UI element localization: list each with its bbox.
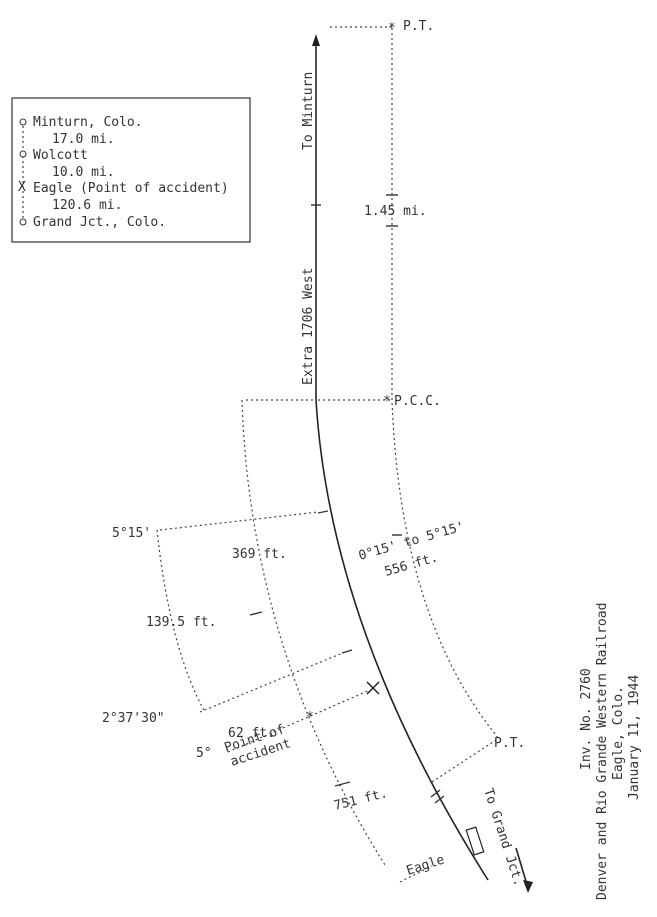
caption-date: January 11, 1944	[627, 675, 642, 800]
to-minturn-label: To Minturn	[301, 72, 316, 150]
pcc-star: *	[383, 394, 391, 409]
tangent-length: 1.45 mi.	[364, 204, 427, 219]
pt-bottom-connector	[431, 739, 497, 783]
dim-tick	[249, 611, 263, 616]
legend-dist-3: 120.6 mi.	[52, 198, 122, 213]
left-connector-lower	[227, 689, 371, 753]
legend-eagle: Eagle (Point of accident)	[33, 181, 229, 196]
wolcott-marker	[19, 150, 27, 158]
main-track	[315, 40, 489, 881]
len-62: 62 ft.	[228, 726, 275, 741]
deg-5: 5°	[196, 746, 212, 761]
caption-place: Eagle, Colo.	[611, 686, 626, 780]
pcc-label: P.C.C.	[394, 394, 441, 409]
len-369: 369 ft.	[232, 547, 287, 562]
caption: Inv. No. 2760 Denver and Rio Grande West…	[579, 603, 642, 900]
eagle-connector	[399, 865, 433, 883]
accident-star: *	[306, 710, 314, 725]
pt-top-label: P.T.	[403, 19, 434, 34]
accident-x-marker	[366, 681, 380, 695]
legend-wolcott: Wolcott	[33, 148, 88, 163]
left-offset-curve	[241, 399, 386, 866]
deg-5-15: 5°15'	[112, 526, 151, 541]
len-139-5: 139.5 ft.	[146, 615, 216, 630]
track-tick	[317, 510, 329, 514]
right-offset-line	[391, 28, 501, 741]
legend-minturn: Minturn, Colo.	[33, 115, 143, 130]
minturn-marker	[19, 118, 27, 126]
caption-inv: Inv. No. 2760	[579, 668, 594, 770]
to-grand-jct-label: To Grand Jct.	[480, 787, 526, 888]
legend-dist-2: 10.0 mi.	[52, 165, 115, 180]
eagle-station-label: Eagle	[405, 852, 447, 878]
left-connector-upper	[159, 511, 319, 531]
pt-top-star: *	[388, 21, 396, 36]
left-connector-mid	[199, 651, 346, 713]
minturn-arrowhead	[312, 34, 320, 46]
deg-2-37-30: 2°37'30"	[102, 711, 165, 726]
train-label: Extra 1706 West	[301, 268, 316, 385]
pt-bottom-label: P.T.	[494, 736, 525, 751]
eagle-marker: X	[18, 180, 26, 195]
track-tick	[430, 789, 441, 798]
eagle-station-box	[465, 826, 485, 856]
track-tick	[434, 795, 445, 804]
legend: X Minturn, Colo. 17.0 mi. Wolcott 10.0 m…	[11, 97, 251, 243]
left-outer-curve	[156, 529, 206, 713]
len-751: 751 ft.	[332, 786, 389, 814]
legend-dist-1: 17.0 mi.	[52, 132, 115, 147]
dim-tick	[334, 781, 351, 787]
legend-box	[11, 97, 251, 243]
direction-arrowhead	[523, 880, 533, 893]
caption-railroad: Denver and Rio Grande Western Railroad	[595, 603, 610, 900]
grand-jct-marker	[19, 218, 27, 226]
legend-grand-jct: Grand Jct., Colo.	[33, 215, 166, 230]
